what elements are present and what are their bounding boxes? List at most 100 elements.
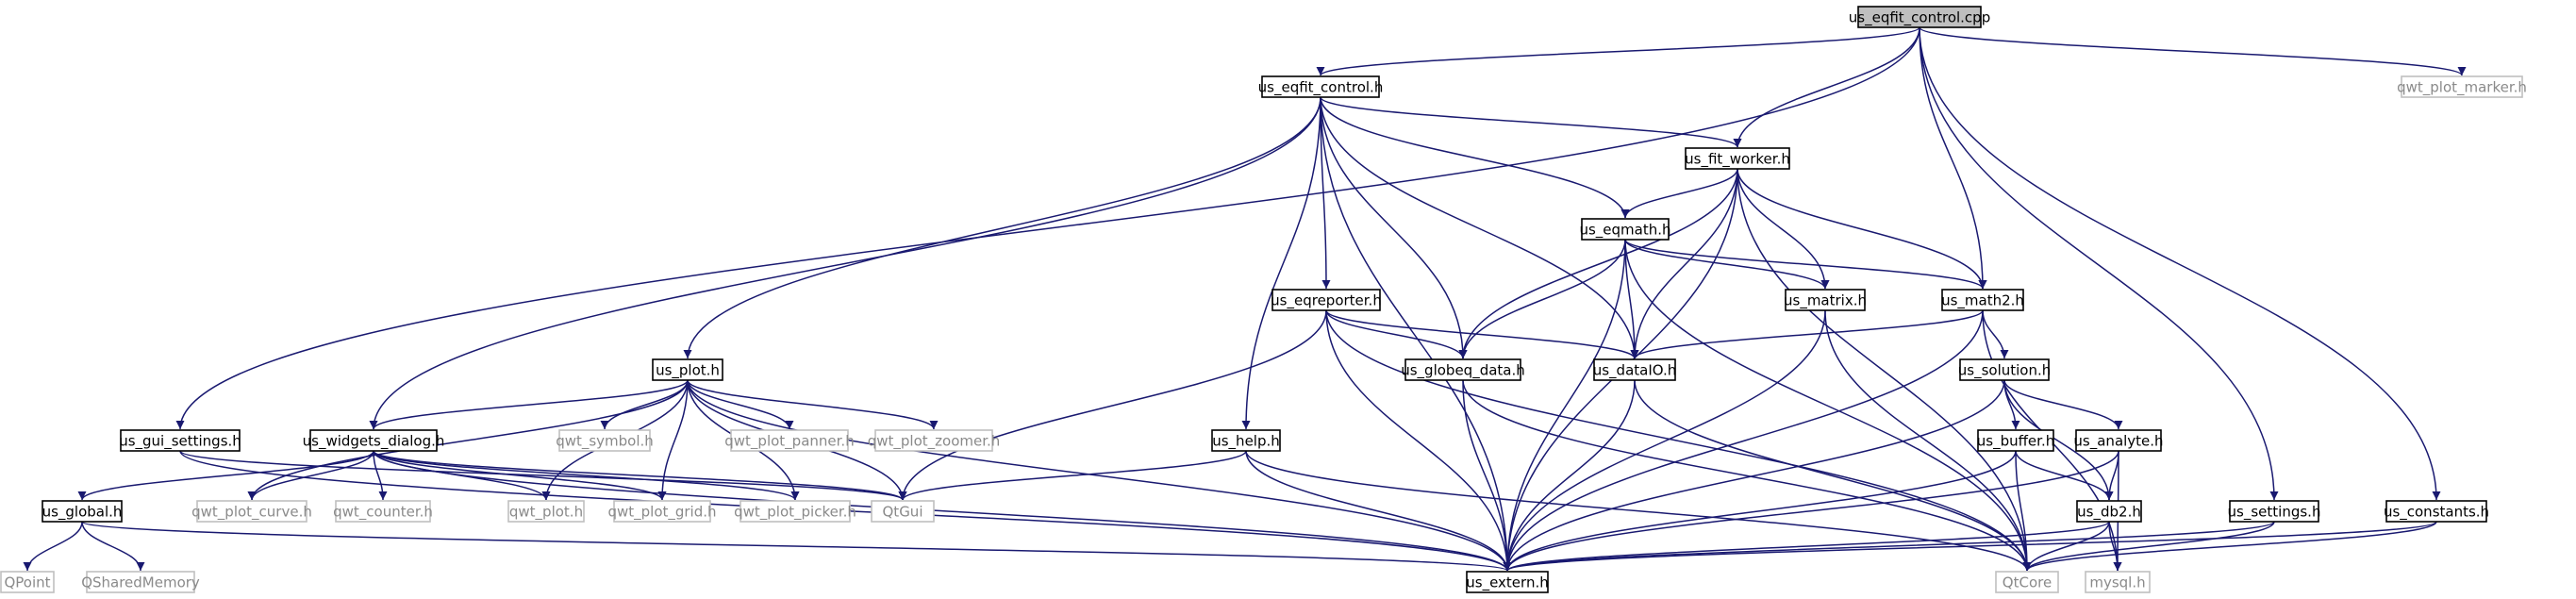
edge-root-to-math2 <box>1919 26 1987 290</box>
node-fitworker[interactable]: us_fit_worker.h <box>1685 147 1790 170</box>
node-box <box>335 500 431 523</box>
node-box <box>196 500 307 523</box>
edge-solution-to-db2 <box>2003 379 2114 501</box>
node-solution[interactable]: us_solution.h <box>1958 358 2052 381</box>
node-box <box>1857 6 1982 28</box>
node-label: qwt_plot_marker.h <box>2397 79 2527 97</box>
edge-globeq-to-extern <box>1462 379 1512 572</box>
edges <box>23 26 2467 572</box>
edge-fitworker-to-dataio <box>1630 168 1738 359</box>
edge-fitworker-to-math2 <box>1737 168 1987 290</box>
node-dataio[interactable]: us_dataIO.h <box>1593 358 1677 381</box>
node-root[interactable]: us_eqfit_control.cpp <box>1849 6 1990 28</box>
edge-buffer-to-db2 <box>2015 450 2114 501</box>
node-qtgui: QtGui <box>871 500 935 523</box>
edge-global-to-qpoint <box>23 521 83 572</box>
edge-dataio-to-qtcore <box>1634 379 2032 572</box>
node-box <box>558 429 651 452</box>
edge-globeq-to-qtcore <box>1462 379 2032 572</box>
node-extern[interactable]: us_extern.h <box>1466 571 1549 593</box>
node-box <box>1581 218 1670 241</box>
edge-settings-to-qtcore <box>2022 521 2275 572</box>
node-math2[interactable]: us_math2.h <box>1941 289 2024 311</box>
node-settings[interactable]: us_settings.h <box>2228 500 2321 523</box>
node-label: qwt_plot_zoomer.h <box>868 433 1001 451</box>
node-eqfith[interactable]: us_eqfit_control.h <box>1258 75 1384 98</box>
node-eqreporter[interactable]: us_eqreporter.h <box>1271 289 1382 311</box>
edge-root-to-settings <box>1919 26 2279 501</box>
node-qshm: QSharedMemory <box>81 571 200 593</box>
node-qmarker: qwt_plot_marker.h <box>2397 75 2527 98</box>
node-global[interactable]: us_global.h <box>42 500 123 523</box>
node-label: us_global.h <box>42 504 123 522</box>
node-plot[interactable]: us_plot.h <box>652 358 723 381</box>
edge-eqreporter-to-qtgui <box>898 309 1327 501</box>
node-help[interactable]: us_help.h <box>1211 429 1281 452</box>
node-label: QSharedMemory <box>81 574 200 591</box>
node-matrix[interactable]: us_matrix.h <box>1784 289 1867 311</box>
edge-help-to-qtgui <box>898 450 1247 501</box>
node-db2[interactable]: us_db2.h <box>2076 500 2142 523</box>
node-label: us_globeq_data.h <box>1401 362 1525 380</box>
edge-global-to-qshm <box>81 521 145 572</box>
node-label: us_analyte.h <box>2073 433 2163 451</box>
node-box <box>1404 358 1521 381</box>
edge-fitworker-to-qtcore <box>1737 168 2032 572</box>
node-box <box>1211 429 1281 452</box>
node-label: us_help.h <box>1212 433 1280 451</box>
node-label: QtGui <box>883 504 923 521</box>
edge-root-to-constants <box>1919 26 2441 501</box>
edge-plot-to-qcurve <box>247 379 689 501</box>
node-analyte[interactable]: us_analyte.h <box>2073 429 2164 452</box>
node-label: us_constants.h <box>2384 504 2489 522</box>
node-globeq[interactable]: us_globeq_data.h <box>1401 358 1525 381</box>
node-eqmath[interactable]: us_eqmath.h <box>1579 218 1671 241</box>
node-label: us_eqreporter.h <box>1271 292 1382 310</box>
node-label: QtCore <box>2003 574 2052 591</box>
edge-constants-to-extern <box>1503 521 2437 572</box>
node-label: qwt_symbol.h <box>556 433 654 451</box>
edge-root-to-qmarker <box>1919 26 2467 76</box>
edge-widgets-to-qtgui <box>373 450 907 501</box>
node-constants[interactable]: us_constants.h <box>2384 500 2489 523</box>
node-box <box>2076 500 2142 523</box>
node-box <box>1941 289 2024 311</box>
node-box <box>740 500 851 523</box>
node-mysql: mysql.h <box>2085 571 2151 593</box>
edge-plot-to-qgrid <box>657 379 689 501</box>
edge-widgets-to-global <box>77 450 374 501</box>
node-label: us_plot.h <box>656 362 720 380</box>
edge-eqfith-to-plot <box>683 96 1321 359</box>
node-qsymbol: qwt_symbol.h <box>556 429 654 452</box>
node-widgets[interactable]: us_widgets_dialog.h <box>303 429 445 452</box>
edge-buffer-to-qtcore <box>2015 450 2032 572</box>
node-box <box>1977 429 2054 452</box>
node-box <box>2401 75 2523 98</box>
node-qplot: qwt_plot.h <box>507 500 585 523</box>
edge-settings-to-extern <box>1503 521 2275 572</box>
edge-eqfith-to-extern <box>1320 96 1512 572</box>
node-box <box>613 500 711 523</box>
node-guiset[interactable]: us_gui_settings.h <box>119 429 241 452</box>
edge-math2-to-dataio <box>1630 309 1984 359</box>
edge-math2-to-solution <box>1982 309 2009 359</box>
edge-eqfith-to-fitworker <box>1320 96 1742 148</box>
node-label: qwt_counter.h <box>333 504 433 522</box>
edge-eqmath-to-math2 <box>1624 239 1987 290</box>
node-label: us_buffer.h <box>1977 433 2054 451</box>
edge-matrix-to-extern <box>1503 309 1826 572</box>
node-box <box>652 358 723 381</box>
edge-fitworker-to-matrix <box>1737 168 1830 290</box>
node-qcurve: qwt_plot_curve.h <box>191 500 312 523</box>
edge-plot-to-widgets <box>369 379 689 430</box>
node-label: us_db2.h <box>2077 504 2141 522</box>
edge-help-to-extern <box>1245 450 1512 572</box>
node-qpoint: QPoint <box>0 571 55 593</box>
edge-eqmath-to-dataio <box>1624 239 1639 359</box>
node-box <box>309 429 438 452</box>
edge-constants-to-qtcore <box>2022 521 2437 572</box>
node-label: us_eqfit_control.h <box>1258 79 1384 97</box>
node-buffer[interactable]: us_buffer.h <box>1977 429 2054 452</box>
